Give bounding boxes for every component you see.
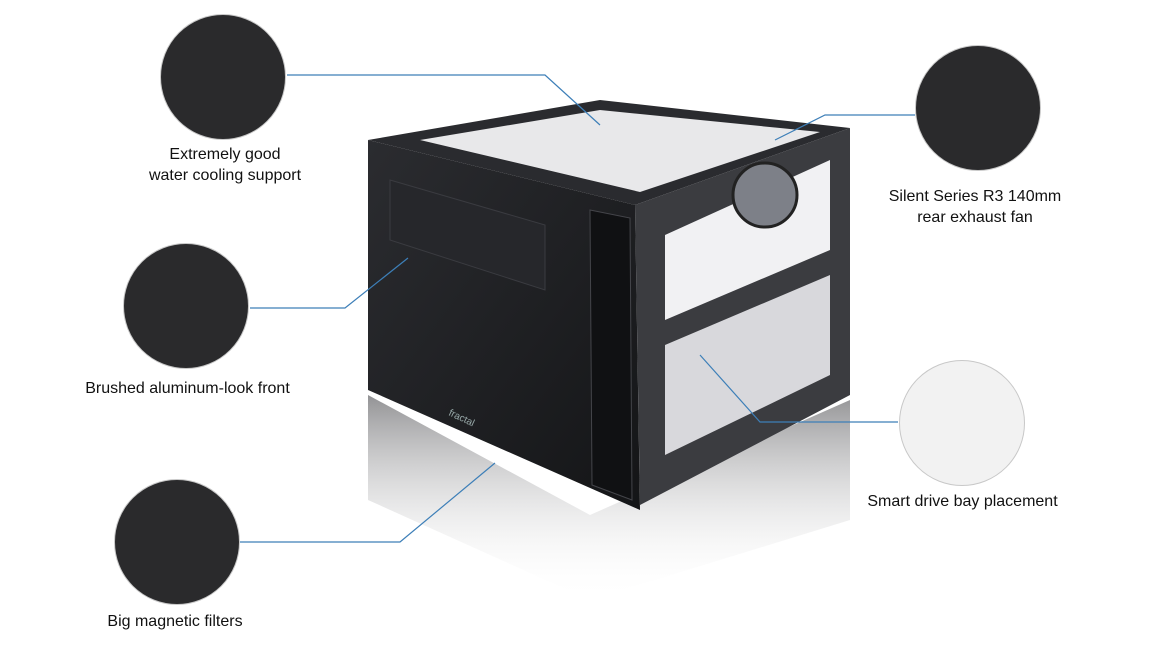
water-cooling-detail-image [160, 14, 286, 140]
fan-detail-image [915, 45, 1041, 171]
leader-line-fan [774, 114, 915, 141]
feature-label-filters: Big magnetic filters [107, 613, 243, 630]
leader-line-filters [240, 462, 496, 543]
feature-label-front: Brushed aluminum-look front [85, 380, 290, 397]
feature-label-drive-bay: Smart drive bay placement [867, 493, 1058, 510]
dust-filter-detail-image [114, 479, 240, 605]
front-mesh [589, 209, 633, 501]
case-reflection [368, 395, 850, 600]
leader-line-drive-bay [699, 354, 898, 423]
feature-label-fan: Silent Series R3 140mm rear exhaust fan [888, 188, 1062, 226]
leader-line-water-cooling [287, 74, 601, 126]
rear-fan [731, 161, 799, 229]
drive-bay-detail-image [899, 360, 1025, 486]
front-panel-detail-image [123, 243, 249, 369]
leader-line-front [250, 257, 409, 309]
feature-label-water-cooling: Extremely good water cooling support [148, 146, 302, 184]
